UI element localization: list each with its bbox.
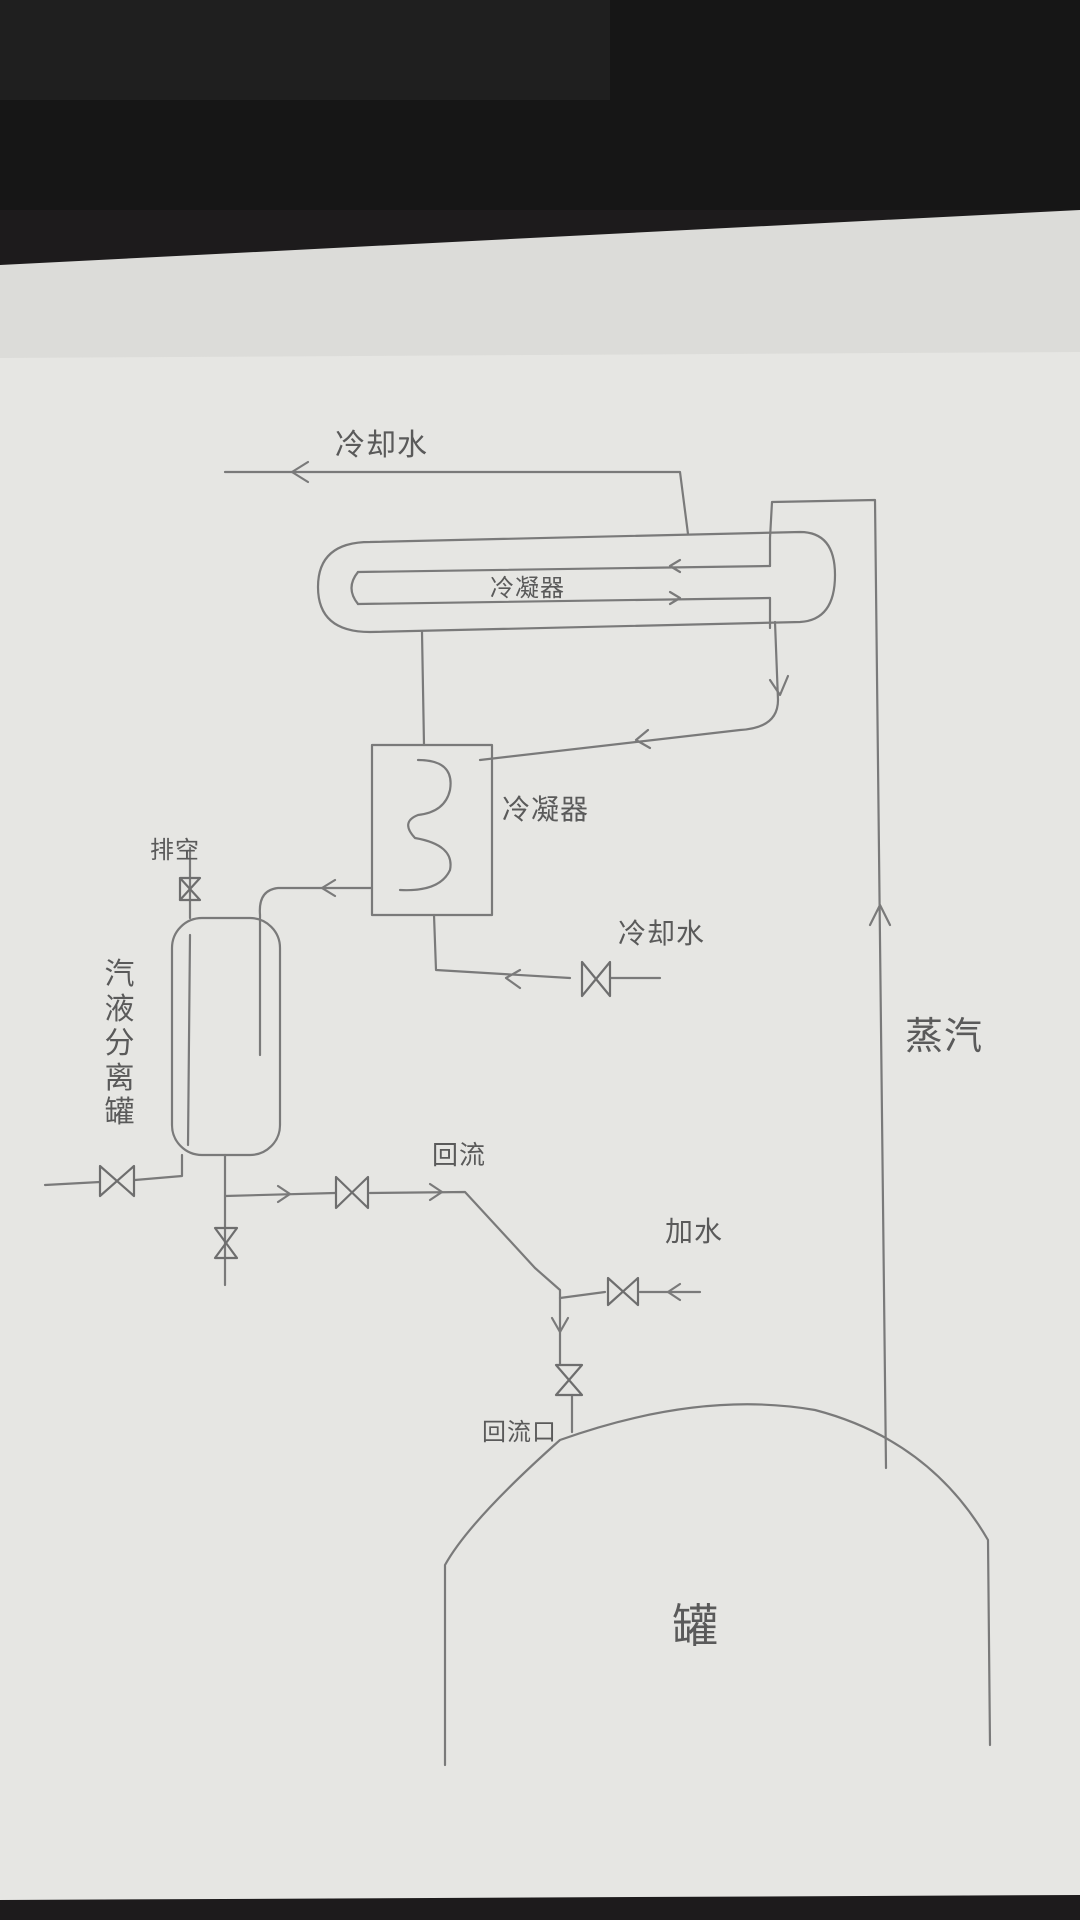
arrow-right-icon xyxy=(428,1182,444,1202)
horizontal-condenser-label: 冷凝器 xyxy=(490,574,565,602)
separator-inner-tube xyxy=(186,933,192,1147)
left-drain-pipe xyxy=(43,1153,184,1187)
tank-outline xyxy=(443,1403,992,1767)
tank-label: 罐 xyxy=(672,1599,719,1653)
arrow-left-icon xyxy=(634,728,652,750)
monitor-screen xyxy=(0,0,610,100)
reflux-label: 回流 xyxy=(432,1141,487,1171)
condenser-to-separator-pipe xyxy=(258,886,374,1057)
arrow-down-icon xyxy=(550,1316,570,1334)
condenser-tube-bend xyxy=(350,570,360,606)
valves xyxy=(98,876,640,1397)
add-water-label: 加水 xyxy=(665,1215,724,1248)
valve-icon xyxy=(98,1164,136,1198)
arrow-left-icon xyxy=(668,558,682,574)
valve-icon xyxy=(606,1276,640,1307)
reflux-port-label: 回流口 xyxy=(482,1418,557,1446)
paper-sheet-back xyxy=(0,210,1080,360)
cooling-water-outlet-label: 冷却水 xyxy=(335,428,428,463)
condenser-tube-lines xyxy=(356,564,772,606)
paper-sheet xyxy=(0,352,1080,1900)
steam-label: 蒸汽 xyxy=(905,1014,984,1058)
shell-to-box-pipe xyxy=(420,630,426,747)
arrow-right-icon xyxy=(276,1184,292,1204)
valve-icon xyxy=(334,1175,370,1210)
valve-icon xyxy=(213,1226,239,1260)
pencil-lines xyxy=(43,460,992,1767)
reflux-pipe xyxy=(223,1190,562,1367)
add-water-pipe xyxy=(558,1290,702,1300)
arrow-up-icon xyxy=(868,903,892,927)
valve-icon xyxy=(580,960,612,998)
arrow-down-icon xyxy=(768,674,790,697)
arrow-left-icon xyxy=(504,968,522,990)
arrow-left-icon xyxy=(290,460,310,484)
arrow-right-icon xyxy=(668,590,682,606)
separator-label: 汽液分离罐 xyxy=(104,957,136,1130)
horizontal-condenser-shell xyxy=(316,530,837,634)
valve-icon xyxy=(554,1363,584,1397)
steam-riser-pipe xyxy=(768,498,888,1470)
cooling-water-inlet-pipe xyxy=(432,913,662,980)
cooling-water-inlet-label: 冷却水 xyxy=(618,917,706,950)
coil-condenser-box xyxy=(370,743,494,917)
coil-condenser-label: 冷凝器 xyxy=(502,793,590,826)
arrow-left-icon xyxy=(666,1282,682,1302)
cooling-coil xyxy=(398,758,452,892)
cooling-water-outlet-pipe xyxy=(223,470,690,536)
vent-label: 排空 xyxy=(150,836,200,864)
condensate-pipe xyxy=(478,620,780,762)
arrow-left-icon xyxy=(320,878,337,898)
